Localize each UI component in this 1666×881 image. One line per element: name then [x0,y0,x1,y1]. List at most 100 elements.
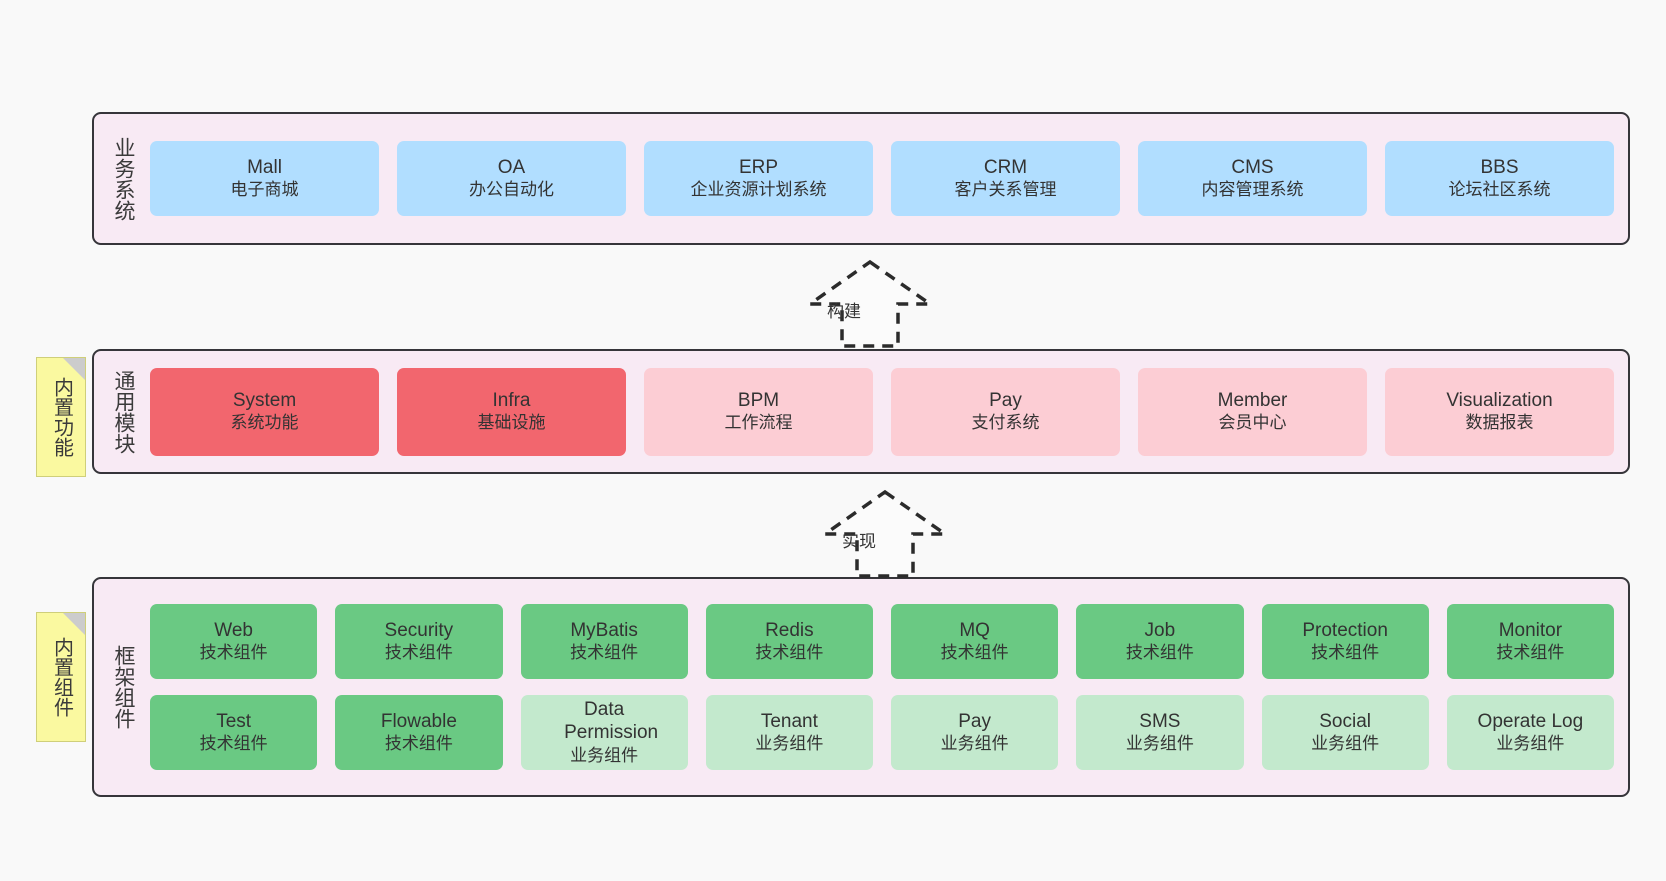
card-data-permission[interactable]: Data Permission 业务组件 [520,695,688,770]
card-bpm-name: BPM [737,389,780,411]
card-tenant-name: Tenant [760,710,818,732]
card-web[interactable]: Web 技术组件 [150,604,318,679]
card-social-sub: 业务组件 [1311,734,1380,754]
card-oa[interactable]: OA 办公自动化 [397,141,626,216]
card-sms-sub: 业务组件 [1125,734,1194,754]
card-oa-sub: 办公自动化 [469,180,554,200]
card-system[interactable]: System 系统功能 [150,367,379,456]
layer-framework-component-body: Web 技术组件 Security 技术组件 MyBatis 技术组件 Redi… [140,579,1628,795]
card-operate-log-sub: 业务组件 [1496,734,1565,754]
card-mq[interactable]: MQ 技术组件 [891,604,1059,679]
card-test-name: Test [216,710,252,732]
note-builtin-function-label: 内置功能 [50,377,73,457]
card-pay-module[interactable]: Pay 支付系统 [891,367,1120,456]
card-mq-name: MQ [959,619,990,641]
card-monitor-sub: 技术组件 [1496,643,1565,663]
card-bpm[interactable]: BPM 工作流程 [644,367,873,456]
card-protection[interactable]: Protection 技术组件 [1261,604,1429,679]
card-bpm-sub: 工作流程 [724,413,793,433]
card-operate-log-name: Operate Log [1477,710,1584,732]
card-mybatis-sub: 技术组件 [570,643,639,663]
card-redis-name: Redis [765,619,814,641]
connector-implement-arrow-icon [819,489,951,578]
card-member[interactable]: Member 会员中心 [1138,367,1367,456]
card-oa-name: OA [497,156,526,178]
connector-implement: 实现 [810,488,960,578]
card-data-permission-sub: 业务组件 [570,745,639,765]
card-mq-sub: 技术组件 [940,643,1009,663]
card-crm-name: CRM [983,156,1028,178]
card-bbs[interactable]: BBS 论坛社区系统 [1385,141,1614,216]
card-sms[interactable]: SMS 业务组件 [1076,695,1244,770]
card-redis-sub: 技术组件 [755,643,824,663]
card-bbs-sub: 论坛社区系统 [1448,180,1551,200]
card-sms-name: SMS [1139,710,1181,732]
card-cms[interactable]: CMS 内容管理系统 [1138,141,1367,216]
card-monitor[interactable]: Monitor 技术组件 [1446,604,1614,679]
card-erp-name: ERP [738,156,779,178]
card-social[interactable]: Social 业务组件 [1261,695,1429,770]
framework-tech-row: Web 技术组件 Security 技术组件 MyBatis 技术组件 Redi… [150,604,1614,679]
card-tenant-sub: 业务组件 [755,734,824,754]
card-flowable[interactable]: Flowable 技术组件 [335,695,503,770]
card-crm[interactable]: CRM 客户关系管理 [891,141,1120,216]
card-job-name: Job [1144,619,1176,641]
card-tenant[interactable]: Tenant 业务组件 [705,695,873,770]
card-security[interactable]: Security 技术组件 [335,604,503,679]
card-mall-name: Mall [247,156,282,178]
card-infra[interactable]: Infra 基础设施 [397,367,626,456]
card-operate-log[interactable]: Operate Log 业务组件 [1446,695,1614,770]
card-job[interactable]: Job 技术组件 [1076,604,1244,679]
card-crm-sub: 客户关系管理 [954,180,1057,200]
common-module-card-row: System 系统功能 Infra 基础设施 BPM 工作流程 Pay 支付系统… [150,367,1614,456]
card-social-name: Social [1319,710,1371,732]
card-redis[interactable]: Redis 技术组件 [705,604,873,679]
card-cms-sub: 内容管理系统 [1201,180,1304,200]
layer-business-system-body: Mall 电子商城 OA 办公自动化 ERP 企业资源计划系统 CRM 客户关系… [140,114,1628,243]
note-builtin-component-label: 内置组件 [50,637,73,717]
card-mybatis[interactable]: MyBatis 技术组件 [520,604,688,679]
layer-business-system: 业务系统 Mall 电子商城 OA 办公自动化 ERP 企业资源计划系统 CRM… [92,112,1630,245]
card-pay-component[interactable]: Pay 业务组件 [891,695,1059,770]
card-member-sub: 会员中心 [1218,413,1287,433]
card-erp-sub: 企业资源计划系统 [690,180,827,200]
card-protection-name: Protection [1302,619,1388,641]
connector-implement-label: 实现 [842,532,876,551]
card-web-name: Web [214,619,253,641]
connector-build-arrow-icon [804,259,936,348]
card-test-sub: 技术组件 [199,734,268,754]
card-system-sub: 系统功能 [230,413,299,433]
card-member-name: Member [1217,389,1288,411]
note-builtin-function: 内置功能 [36,357,86,477]
layer-common-module: 通用模块 System 系统功能 Infra 基础设施 BPM 工作流程 Pay… [92,349,1630,474]
connector-build: 构建 [795,258,945,348]
card-cms-name: CMS [1231,156,1274,178]
card-flowable-name: Flowable [380,710,457,732]
framework-business-row: Test 技术组件 Flowable 技术组件 Data Permission … [150,695,1614,770]
card-visualization[interactable]: Visualization 数据报表 [1385,367,1614,456]
business-system-card-row: Mall 电子商城 OA 办公自动化 ERP 企业资源计划系统 CRM 客户关系… [150,141,1614,216]
layer-business-system-title: 业务系统 [112,136,136,221]
note-fold-corner-icon [63,358,85,380]
card-mybatis-name: MyBatis [570,619,638,641]
card-security-sub: 技术组件 [384,643,453,663]
card-erp[interactable]: ERP 企业资源计划系统 [644,141,873,216]
layer-common-module-title: 通用模块 [112,369,136,454]
connector-build-label: 构建 [827,302,861,321]
card-data-permission-name: Data Permission [564,699,659,744]
card-mall[interactable]: Mall 电子商城 [150,141,379,216]
card-visualization-sub: 数据报表 [1465,413,1534,433]
card-flowable-sub: 技术组件 [384,734,453,754]
layer-framework-component: 框架组件 Web 技术组件 Security 技术组件 MyBatis 技术组件… [92,577,1630,797]
card-security-name: Security [384,619,454,641]
layer-common-module-body: System 系统功能 Infra 基础设施 BPM 工作流程 Pay 支付系统… [140,351,1628,472]
card-monitor-name: Monitor [1498,619,1563,641]
card-visualization-name: Visualization [1446,389,1553,411]
card-pay-module-name: Pay [989,389,1022,411]
card-test[interactable]: Test 技术组件 [150,695,318,770]
card-pay-component-sub: 业务组件 [940,734,1009,754]
card-pay-module-sub: 支付系统 [971,413,1040,433]
card-protection-sub: 技术组件 [1311,643,1380,663]
card-bbs-name: BBS [1480,156,1519,178]
note-fold-corner-icon [63,613,85,635]
